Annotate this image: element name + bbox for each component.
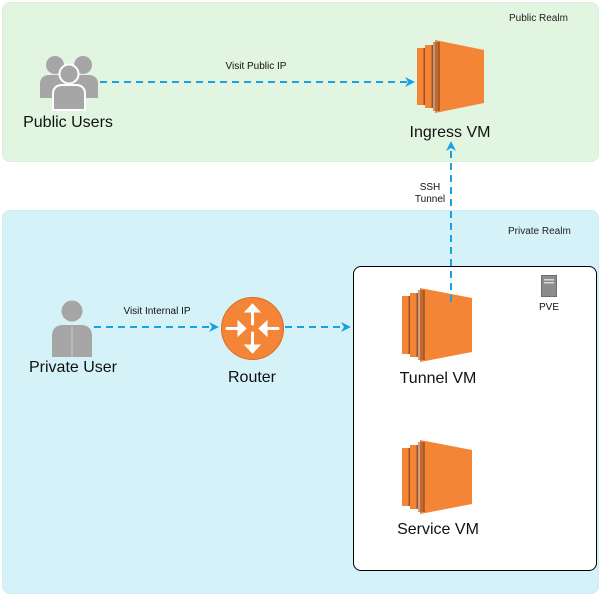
ingress-vm-label: Ingress VM: [409, 124, 491, 141]
edge-label-visit-internal-ip: Visit Internal IP: [123, 306, 191, 317]
ec2-instance-icon: [402, 440, 472, 514]
tunnel-vm-icon: [402, 288, 472, 367]
public-realm-label: Public Realm: [509, 13, 568, 24]
pve-host-container: [353, 266, 597, 571]
edge-label-ssh: SSH: [418, 182, 442, 193]
edge-label-visit-public-ip: Visit Public IP: [225, 61, 287, 72]
ec2-instance-icon: [417, 40, 484, 113]
ingress-vm-icon: [417, 40, 484, 118]
private-realm-label: Private Realm: [508, 226, 571, 237]
router-icon: [221, 297, 284, 360]
service-vm-label: Service VM: [397, 521, 479, 538]
pve-label: PVE: [538, 302, 560, 313]
service-vm-icon: [402, 440, 472, 519]
ec2-instance-icon: [402, 288, 472, 362]
router-label: Router: [227, 369, 277, 386]
user-icon: [52, 300, 92, 357]
tunnel-vm-label: Tunnel VM: [399, 370, 477, 387]
private-user-label: Private User: [28, 359, 118, 376]
server-icon: [541, 275, 557, 297]
users-group-icon: [40, 56, 98, 111]
public-users-label: Public Users: [23, 114, 113, 131]
edge-label-tunnel: Tunnel: [413, 194, 447, 205]
